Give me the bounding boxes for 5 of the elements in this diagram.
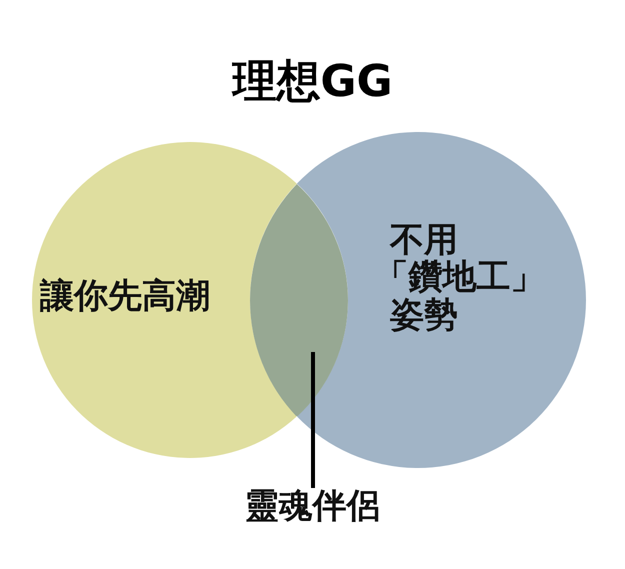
leader-line	[311, 352, 315, 488]
overlap-label: 靈魂伴侶	[244, 488, 382, 526]
circle-label: 不用「鑽地工」姿勢	[390, 222, 546, 334]
circle-label: 讓你先高潮	[40, 278, 211, 316]
title: 理想GG	[230, 55, 394, 109]
